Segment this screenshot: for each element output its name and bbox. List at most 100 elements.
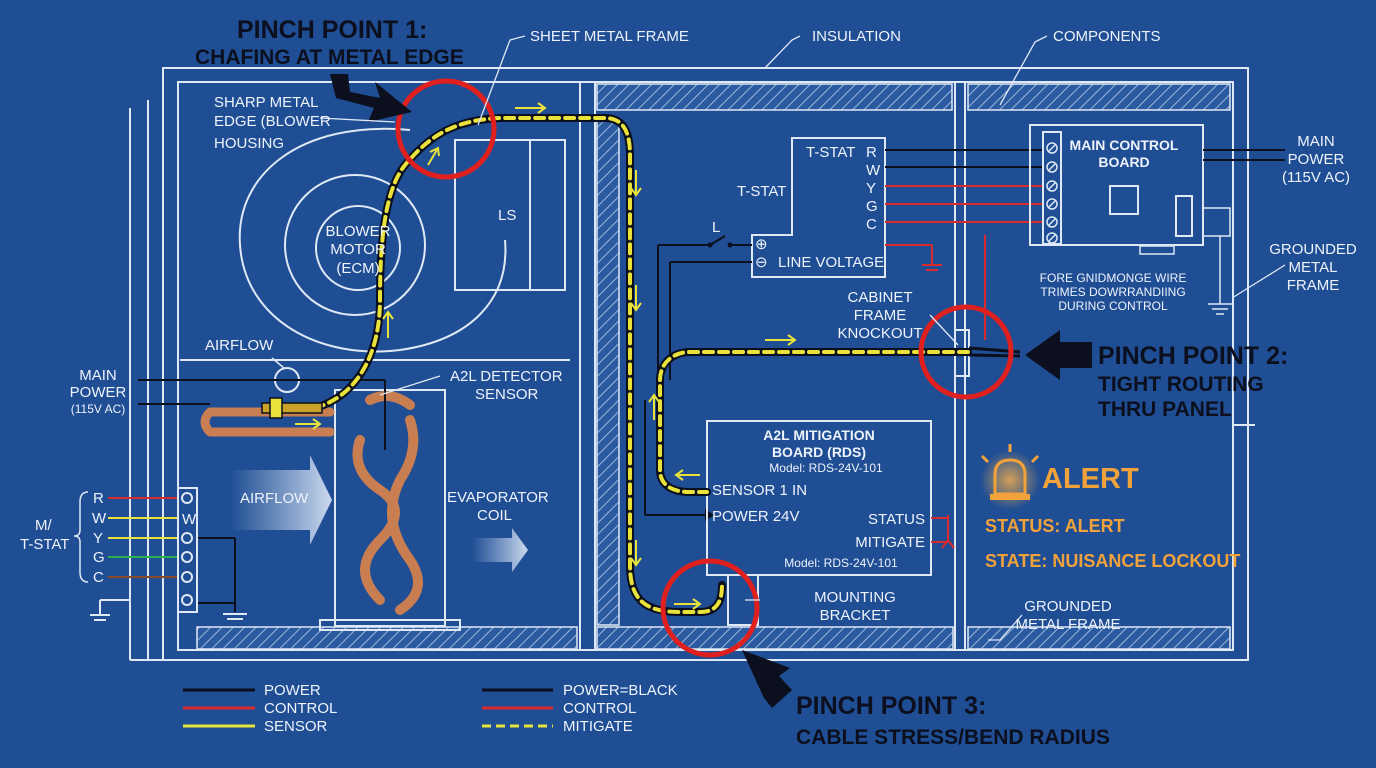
mounting-bracket-label-1: MOUNTING — [814, 589, 896, 606]
a2l-sensor-label-1: A2L DETECTOR — [450, 368, 563, 385]
main-power-left-label-3: (115V AC) — [71, 402, 125, 416]
components-label: COMPONENTS — [1053, 28, 1161, 45]
grounded-right-label-2: METAL — [1289, 259, 1338, 276]
pinch-point-3-ring — [660, 558, 760, 658]
insulation-strips — [196, 83, 1231, 650]
pinch-point-3-title: PINCH POINT 3: — [796, 692, 986, 720]
legend-label-power-black: POWER=BLACK — [563, 682, 678, 699]
tstat-box — [751, 137, 886, 278]
knockout-label-3: KNOCKOUT — [837, 325, 922, 342]
mitigation-title-1: A2L MITIGATION — [763, 427, 874, 443]
tstat-brace — [73, 491, 89, 583]
blower-motor-label-2: MOTOR — [330, 241, 386, 258]
airflow-left-label: AIRFLOW — [240, 490, 309, 507]
cabinet-frame — [129, 67, 1255, 661]
tstat-terminal-g: G — [93, 549, 105, 566]
sheet-metal-frame-label: SHEET METAL FRAME — [530, 28, 689, 45]
mitigation-title-2: BOARD (RDS) — [772, 444, 866, 460]
tstat-terminal-y: Y — [93, 530, 103, 547]
main-power-left-label-1: MAIN — [79, 367, 117, 384]
tstat-terminal-strip — [177, 487, 198, 613]
main-power-right-wires — [1203, 149, 1285, 161]
cable-flow-arrows — [295, 102, 797, 610]
tstat-box-y: Y — [866, 180, 876, 197]
pinch-rings — [395, 78, 1014, 658]
power-24v-label: POWER 24V — [712, 508, 800, 525]
terminal-w-label: W — [182, 511, 197, 528]
legend-label-control-2: CONTROL — [563, 700, 636, 717]
main-power-right-label-2: POWER — [1288, 151, 1345, 168]
legend-swatches — [183, 688, 553, 728]
callout-leaders — [319, 35, 1286, 641]
line-voltage-label: LINE VOLTAGE — [778, 254, 884, 271]
grounded-right-label-3: FRAME — [1287, 277, 1340, 294]
mitigate-label: MITIGATE — [855, 534, 925, 551]
tstat-terminal-c: C — [93, 569, 104, 586]
tstat-terminal-r: R — [93, 490, 104, 507]
tstat-box-w: W — [866, 162, 881, 179]
sharp-edge-label-3: HOUSING — [214, 135, 284, 152]
tstat-box-side-label: T-STAT — [737, 183, 786, 200]
a2l-sensor — [261, 397, 323, 419]
pinch-point-1-ring — [395, 78, 497, 180]
pinch-point-2-title: PINCH POINT 2: — [1098, 342, 1288, 370]
plus-terminal: ⊕ — [755, 236, 768, 253]
legend-label-power: POWER — [264, 682, 321, 699]
tstat-left-label-1: M/ — [35, 517, 52, 534]
tstat-terminal-w: W — [92, 510, 107, 527]
arrow-pinch-2 — [1025, 330, 1092, 380]
legend-label-sensor: SENSOR — [264, 718, 328, 735]
alert-status: STATUS: ALERT — [985, 516, 1125, 536]
board-terminals — [1046, 142, 1058, 244]
evaporator-coil — [200, 389, 461, 631]
mounting-bracket-label-2: BRACKET — [820, 607, 891, 624]
tstat-left-label-2: T-STAT — [20, 536, 69, 553]
legend-label-mitigate: MITIGATE — [563, 718, 633, 735]
mitigation-control-wires — [931, 235, 986, 549]
arrow-pinch-1 — [330, 74, 412, 122]
grounded-right-label-1: GROUNDED — [1269, 241, 1357, 258]
pinch-point-1-subtitle: CHAFING AT METAL EDGE — [195, 46, 464, 69]
grounded-bottom-label-1: GROUNDED — [1024, 598, 1112, 615]
airflow-top-label: AIRFLOW — [205, 337, 274, 354]
blower-housing — [180, 127, 570, 361]
pinch-point-3-subtitle: CABLE STRESS/BEND RADIUS — [796, 726, 1110, 749]
alert-state: STATE: NUISANCE LOCKOUT — [985, 551, 1240, 571]
main-power-right-label-1: MAIN — [1297, 133, 1335, 150]
pinch-point-2-subtitle-line1: TIGHT ROUTING — [1098, 373, 1264, 396]
blower-motor-label-3: (ECM) — [336, 260, 379, 277]
mitigation-model-bottom: Model: RDS-24V-101 — [784, 556, 898, 570]
evaporator-label-2: COIL — [477, 507, 512, 524]
main-board-note-2: TRIMES DOWRRANDIING — [1040, 285, 1185, 299]
main-power-right-label-3: (115V AC) — [1282, 169, 1350, 186]
sensor-cable — [311, 114, 972, 616]
sensor-in-label: SENSOR 1 IN — [712, 482, 807, 499]
limit-switch-label: LS — [498, 207, 516, 224]
tstat-box-g: G — [866, 198, 878, 215]
sharp-edge-label-2: EDGE (BLOWER — [214, 113, 331, 130]
legend-label-control: CONTROL — [264, 700, 337, 717]
main-power-left-label-2: POWER — [70, 384, 127, 401]
main-board-title-2: BOARD — [1098, 154, 1149, 170]
ground-right — [1208, 236, 1232, 315]
main-control-board — [1029, 124, 1231, 255]
blower-motor-label-1: BLOWER — [325, 223, 390, 240]
arrow-pinch-3 — [742, 650, 792, 708]
minus-terminal: ⊖ — [755, 254, 768, 271]
status-label: STATUS — [868, 511, 925, 528]
power-flow-ticks — [705, 242, 733, 521]
knockout-label-2: FRAME — [854, 307, 907, 324]
pinch-point-2-subtitle-line2: THRU PANEL — [1098, 398, 1232, 421]
alert-title: ALERT — [1042, 463, 1139, 495]
pinch-point-2-ring — [918, 304, 1014, 400]
tstat-box-title: T-STAT — [806, 144, 855, 161]
insulation-label: INSULATION — [812, 28, 901, 45]
sharp-edge-label-1: SHARP METAL — [214, 94, 318, 111]
alert-beacon-icon — [980, 444, 1040, 510]
left-power-wires — [90, 379, 386, 621]
switch-label: L — [712, 219, 720, 236]
main-board-note-3: DURING CONTROL — [1058, 299, 1168, 313]
main-board-title-1: MAIN CONTROL — [1070, 137, 1179, 153]
evaporator-label-1: EVAPORATOR — [447, 489, 549, 506]
